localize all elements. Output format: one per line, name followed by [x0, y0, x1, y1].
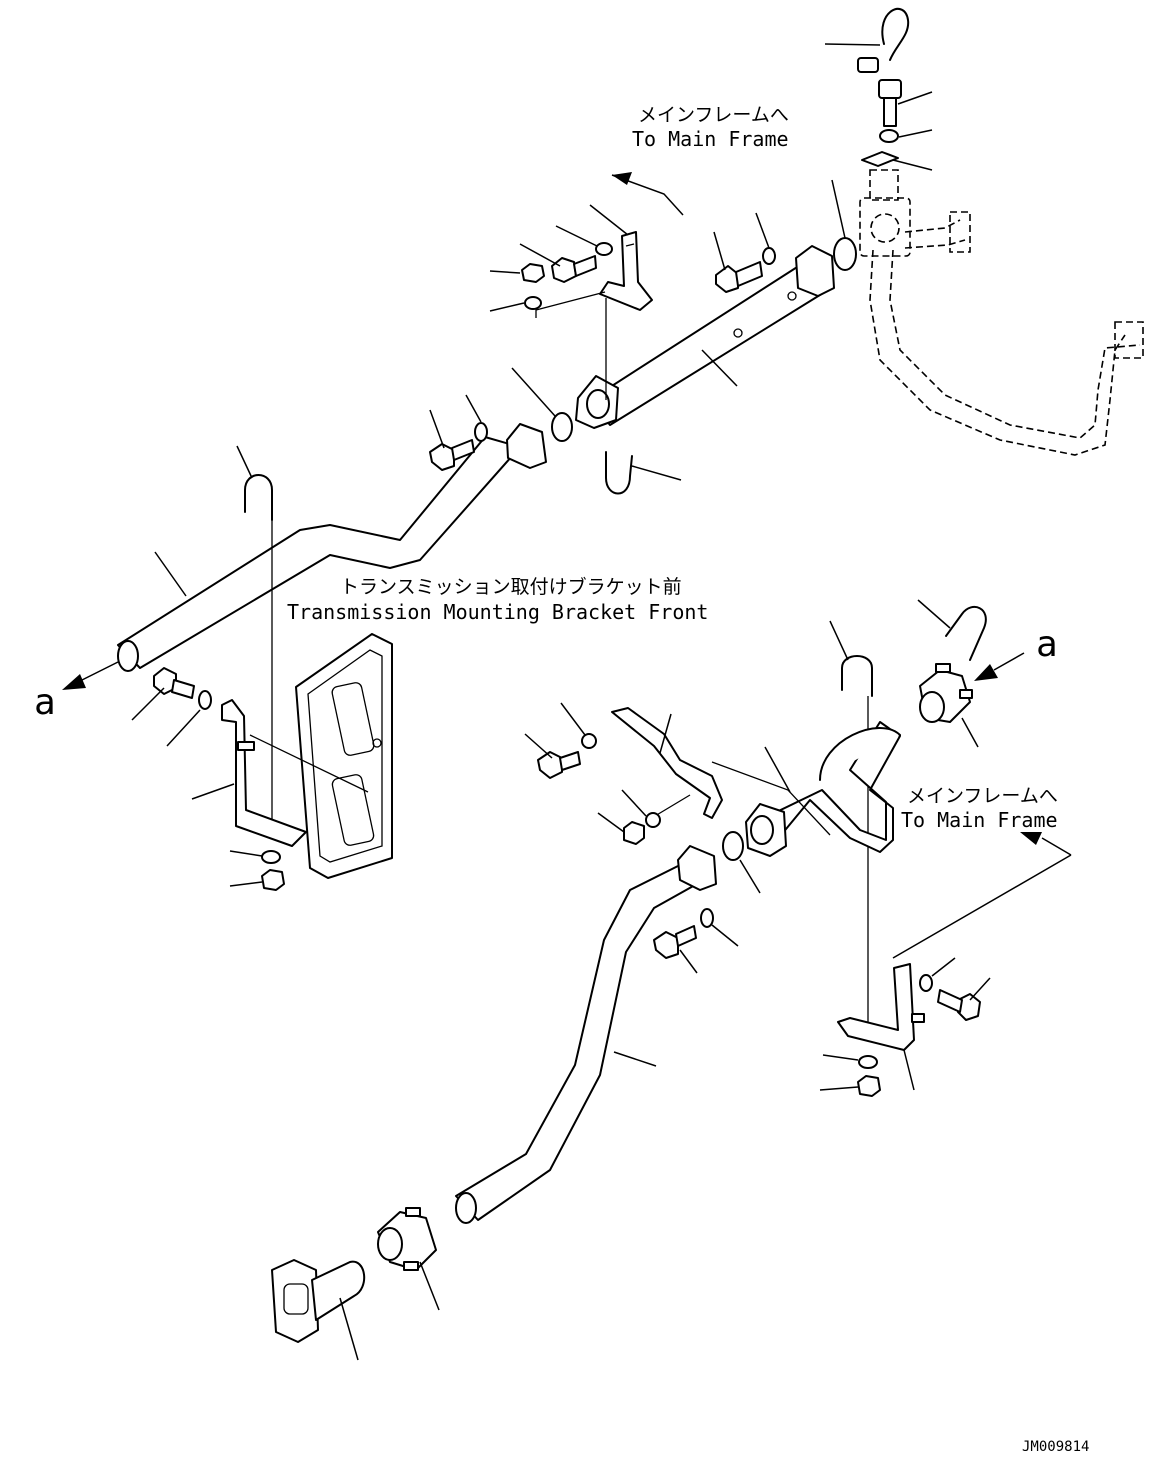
right-bracket-lower — [837, 963, 925, 1091]
u-clamp-upper — [605, 451, 682, 495]
ref-a-right-arrow — [974, 652, 1025, 681]
nut-upper-bracket — [489, 263, 545, 283]
bolt-lower-pipe — [653, 925, 698, 974]
u-clamp-lower-right — [917, 599, 987, 661]
bolt-left-bracket — [131, 667, 195, 721]
bolt-right-bracket — [937, 977, 991, 1021]
existing-pipe-dashed — [859, 169, 1144, 456]
washer-upper-bracket-2 — [489, 291, 606, 318]
o-ring-upper-middle — [511, 367, 573, 442]
nut-left-bottom — [229, 869, 285, 891]
nut-right-bottom — [819, 1075, 881, 1097]
upper-bracket — [589, 204, 653, 400]
main-pipe-left — [117, 423, 547, 672]
transmission-bracket-label-jp: トランスミッション取付けブラケット前 — [340, 575, 682, 598]
to-main-frame-upper-jp: メインフレームへ — [638, 104, 789, 126]
bolt-upper-bracket — [519, 243, 597, 283]
to-main-frame-lower-arrow — [892, 832, 1072, 959]
bolt-main-pipe — [429, 409, 475, 471]
to-main-frame-lower-en: To Main Frame — [901, 808, 1058, 832]
washer-upper-bracket — [555, 225, 613, 256]
curved-bracket-lower — [611, 707, 831, 836]
to-main-frame-upper-arrow — [611, 172, 684, 216]
o-ring-lower — [722, 831, 761, 894]
left-bracket — [191, 699, 307, 847]
coupling-clamp-right — [919, 663, 979, 748]
coupling-clamp-bottom — [377, 1207, 440, 1311]
upper-straight-pipe — [575, 245, 835, 429]
u-clamp-lower-middle — [829, 620, 873, 1040]
washer-upper-pipe — [755, 212, 776, 265]
nut-curved-bracket — [597, 812, 645, 845]
washer-left-bottom — [229, 850, 281, 864]
ref-a-left-arrow — [62, 661, 119, 690]
flange-adapter-bottom — [271, 1259, 366, 1361]
main-pipe-lower — [455, 845, 717, 1224]
bolt-curved-bracket — [524, 733, 581, 779]
washer-top-right — [879, 129, 933, 143]
o-ring-upper-right — [831, 179, 857, 271]
transmission-bracket-label-en: Transmission Mounting Bracket Front — [287, 600, 708, 624]
bolt-top-right — [878, 79, 933, 127]
bolt-upper-pipe — [713, 231, 763, 293]
washer-lower-pipe — [700, 908, 739, 947]
to-main-frame-lower-jp: メインフレームへ — [907, 785, 1058, 807]
short-bent-pipe — [745, 721, 901, 857]
plate-top-right — [861, 151, 933, 171]
washer-right-bracket — [919, 957, 956, 992]
reference-a-right: a — [1036, 624, 1058, 665]
lock-pin-cable — [824, 8, 910, 73]
reference-a-left: a — [34, 682, 56, 723]
to-main-frame-upper-en: To Main Frame — [632, 127, 789, 151]
washer-curved-bracket — [560, 702, 597, 749]
drawing-number: JM009814 — [1022, 1439, 1089, 1455]
washer-curved-bracket-2 — [621, 789, 661, 828]
washer-main-pipe — [465, 394, 488, 442]
washer-right-bottom — [822, 1054, 878, 1069]
u-clamp-left — [236, 445, 273, 828]
transmission-bracket-frame — [249, 633, 393, 879]
washer-left-bracket — [166, 690, 212, 747]
